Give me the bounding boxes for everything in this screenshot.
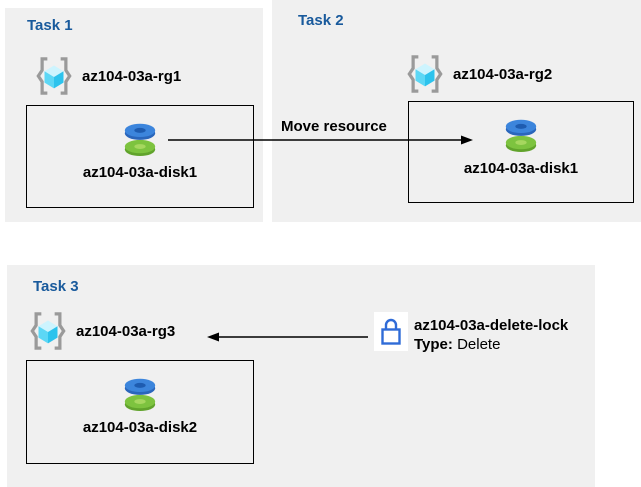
- lock-type-label: Type:: [414, 336, 453, 353]
- disk-icon: [121, 118, 159, 158]
- resource-group-icon: [406, 52, 444, 96]
- task2-panel: Task 2 Move resource az104-03a-rg2: [272, 0, 641, 222]
- delete-lock: az104-03a-delete-lock Type: Delete: [374, 312, 568, 354]
- resource-group-icon: [29, 309, 67, 353]
- move-resource-label: Move resource: [281, 118, 387, 135]
- task1-title: Task 1: [27, 17, 73, 34]
- resource-group-name: az104-03a-rg1: [82, 67, 182, 85]
- task3-panel: Task 3 az104-03a-rg3: [7, 265, 595, 487]
- resource-group-name: az104-03a-rg2: [453, 65, 553, 83]
- disk-icon: [502, 114, 540, 154]
- disk-name: az104-03a-disk2: [82, 419, 198, 436]
- resource-group-name: az104-03a-rg3: [76, 322, 176, 340]
- lock-type-value: Delete: [457, 336, 501, 353]
- task2-resource-group: az104-03a-rg2: [406, 52, 552, 96]
- resource-group-icon: [35, 54, 73, 98]
- lock-type-line: Type: Delete: [414, 335, 568, 354]
- task3-title: Task 3: [33, 278, 79, 295]
- task2-resource-box: az104-03a-disk1: [408, 101, 634, 203]
- task1-resource-group: az104-03a-rg1: [35, 54, 181, 98]
- task1-panel: Task 1 az104-03a-rg1: [5, 8, 263, 222]
- disk-name: az104-03a-disk1: [463, 160, 579, 177]
- lock-icon: [374, 312, 408, 351]
- lock-name: az104-03a-delete-lock: [414, 317, 569, 334]
- task3-resource-group: az104-03a-rg3: [29, 309, 175, 353]
- lock-label: az104-03a-delete-lock Type: Delete: [414, 316, 568, 354]
- disk-name: az104-03a-disk1: [82, 164, 198, 181]
- task3-resource-box: az104-03a-disk2: [26, 360, 254, 464]
- disk-icon: [121, 373, 159, 413]
- task1-resource-box: az104-03a-disk1: [26, 105, 254, 208]
- task2-title: Task 2: [298, 12, 344, 29]
